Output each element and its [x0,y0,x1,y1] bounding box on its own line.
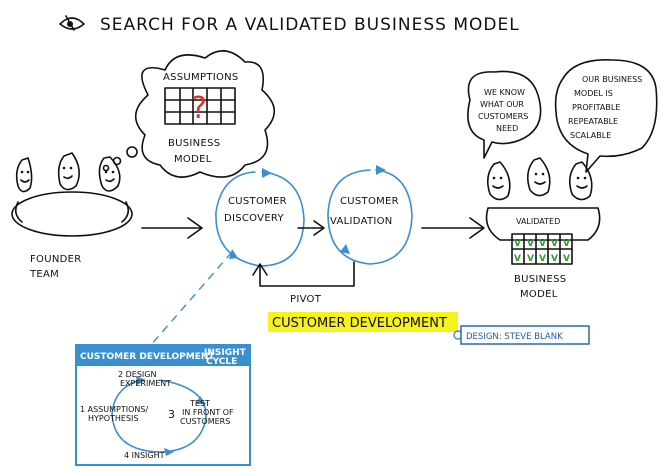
step-insight-label: 4 INSIGHT [124,451,165,460]
step-test-number: 3 [168,408,175,421]
validation-customer-label: CUSTOMER [340,196,399,207]
insight-header-left: CUSTOMER DEVELOPMENT [80,352,215,362]
page-title: SEARCH FOR A VALIDATED BUSINESS MODEL [100,15,520,35]
validated-model-label: MODEL [520,289,558,300]
step-assumptions-line2: HYPOTHESIS [88,414,139,423]
speech-left-line1: WE KNOW [484,88,525,97]
business-label: BUSINESS [168,138,220,149]
design-credit-label: DESIGN: STEVE BLANK [466,332,563,342]
validated-team-figure [485,157,601,241]
check-mark-icon: V [563,254,570,264]
speech-right-line4: REPEATABLE [568,117,618,126]
team-label: TEAM [29,269,59,280]
green-check-marks: V V V V V V V V V V [514,239,570,264]
step-test-line3: CUSTOMERS [180,417,230,426]
speech-right-line3: PROFITABLE [572,103,620,112]
speech-right-line5: SCALABLE [570,131,611,140]
insight-header-right-line1: INSIGHT [204,348,247,358]
model-label: MODEL [174,154,212,165]
pivot-arrow [252,261,355,287]
check-mark-icon: V [551,254,558,264]
step-test-line1: TEST [189,399,210,408]
arrow-right-icon [421,217,485,239]
eye-icon [59,15,85,31]
founder-team-figure [11,152,133,237]
customer-validation-loop [327,165,413,265]
arrow-right-icon [141,217,203,239]
speech-left-line4: NEED [496,124,518,133]
validated-business-label: BUSINESS [514,274,566,285]
customer-development-label: CUSTOMER DEVELOPMENT [272,316,447,331]
step-test-line2: IN FRONT OF [182,408,234,417]
insight-cycle-header [76,345,250,366]
speech-right-line1: OUR BUSINESS [582,75,642,84]
insight-header-right-line2: CYCLE [206,357,237,367]
validated-business-model-grid [511,233,573,265]
validation-label: VALIDATION [330,216,393,227]
step-assumptions-line1: 1 ASSUMPTIONS/ [80,405,148,414]
check-mark-icon: V [551,239,558,249]
assumptions-label: ASSUMPTIONS [163,72,239,83]
speech-left-line3: CUSTOMERS [478,112,528,121]
check-mark-icon: V [563,239,570,249]
design-credit-box [460,325,590,345]
check-mark-icon: V [539,254,546,264]
validated-label: VALIDATED [516,217,560,226]
dashed-connector [149,251,233,347]
highlight-marker [268,312,458,332]
discovery-customer-label: CUSTOMER [228,196,287,207]
speech-bubble-right [554,59,658,173]
check-mark-icon: V [527,254,534,264]
question-mark: ? [191,91,207,126]
founder-label: FOUNDER [30,254,82,265]
speech-left-line2: WHAT OUR [480,100,524,109]
check-mark-icon: V [527,239,534,249]
discovery-label: DISCOVERY [224,213,285,224]
step-design-line1: 2 DESIGN [118,370,156,379]
business-model-grid [164,87,236,125]
check-mark-icon: V [514,254,521,264]
insight-cycle-loop [111,376,207,456]
speech-right-line2: MODEL IS [574,89,613,98]
pivot-label: PIVOT [290,294,322,305]
speech-bubble-left [467,70,542,159]
arrow-right-icon [297,220,325,236]
check-mark-icon: V [514,239,521,249]
step-design-line2: EXPERIMENT [120,379,171,388]
check-mark-icon: V [539,239,546,249]
